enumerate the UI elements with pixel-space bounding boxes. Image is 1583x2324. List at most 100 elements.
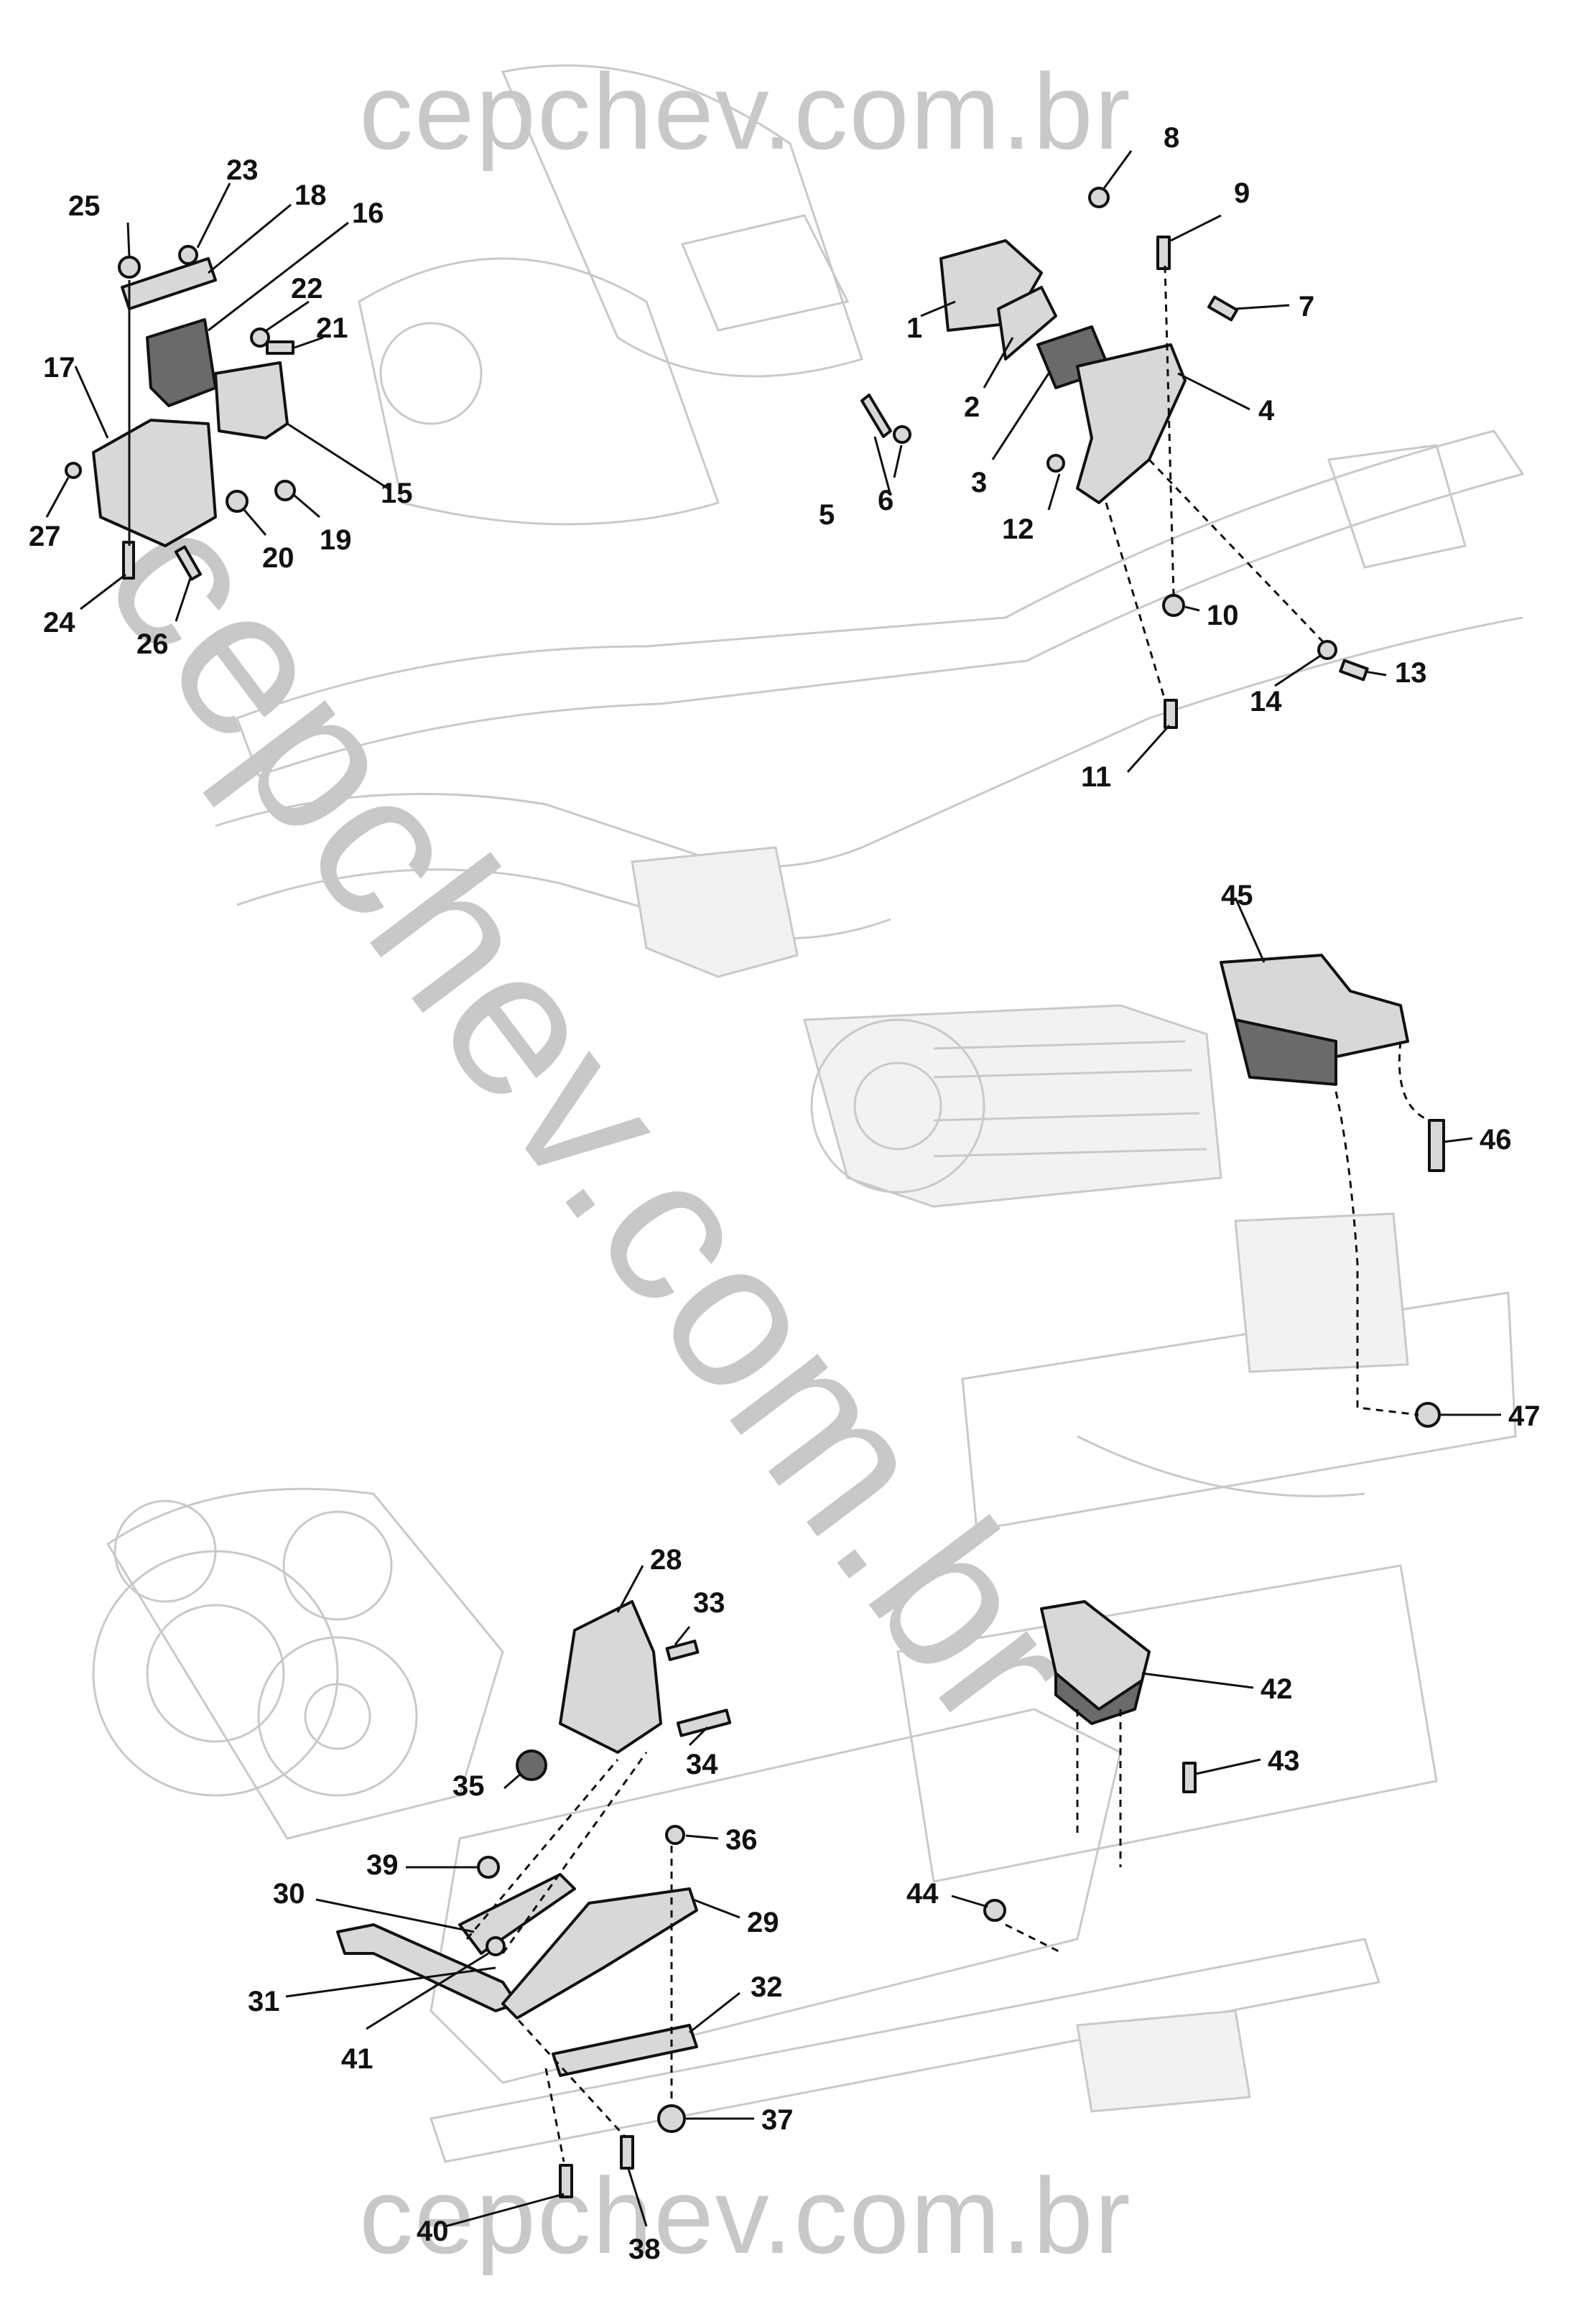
- nut-44: [983, 1899, 1006, 1922]
- callout-37: 37: [761, 2104, 794, 2136]
- cushion-45: [1234, 1018, 1337, 1086]
- bracket-4: [1076, 343, 1187, 504]
- washer-12: [1046, 454, 1065, 473]
- stud-5: [860, 394, 892, 438]
- mount-assembly-lower-left: [336, 1600, 732, 2198]
- bolt-19: [274, 480, 296, 501]
- callout-23: 23: [226, 154, 259, 186]
- callout-21: 21: [316, 312, 348, 344]
- bolt-40: [559, 2164, 573, 2198]
- callout-12: 12: [1002, 513, 1034, 545]
- mount-assembly-upper-right: [860, 187, 1369, 729]
- nut-8: [1088, 187, 1110, 208]
- washer-14: [1317, 640, 1337, 660]
- callout-31: 31: [248, 1986, 280, 2017]
- nut-39: [477, 1856, 500, 1879]
- nut-6: [893, 425, 911, 444]
- callout-47: 47: [1508, 1400, 1541, 1432]
- bolt-11: [1164, 699, 1178, 729]
- bolt-38: [620, 2135, 634, 2170]
- callout-34: 34: [686, 1749, 718, 1780]
- bolt-9: [1156, 236, 1171, 270]
- bolt-36: [665, 1825, 685, 1845]
- callout-38: 38: [628, 2234, 661, 2265]
- bolt-26: [174, 545, 203, 581]
- callout-19: 19: [320, 524, 352, 556]
- mount-assembly-lower-right: [983, 1600, 1197, 1955]
- front-engine-illustration: [92, 1487, 1438, 2163]
- bolt-24: [122, 541, 135, 580]
- transmission-illustration: [803, 1004, 1517, 1531]
- callout-13: 13: [1395, 657, 1427, 689]
- mount-assembly-upper-left: [65, 245, 296, 581]
- callout-20: 20: [262, 542, 294, 574]
- callout-15: 15: [381, 478, 413, 509]
- callout-40: 40: [417, 2216, 449, 2247]
- callout-16: 16: [352, 197, 384, 229]
- frame-rail-upper-illustration: [215, 64, 1525, 978]
- washer-27: [65, 462, 82, 479]
- callout-8: 8: [1164, 122, 1179, 154]
- callout-44: 44: [906, 1878, 939, 1910]
- mount-assembly-middle: [1220, 954, 1445, 1428]
- callout-36: 36: [725, 1824, 758, 1856]
- callout-41: 41: [341, 2043, 373, 2075]
- callout-28: 28: [650, 1544, 682, 1576]
- callout-5: 5: [819, 499, 835, 531]
- bolt-20: [226, 490, 249, 513]
- plate-32: [552, 2024, 698, 2077]
- callout-29: 29: [747, 1907, 779, 1938]
- nut-41: [486, 1936, 506, 1956]
- nut-35: [516, 1749, 547, 1781]
- plate-18: [121, 257, 217, 310]
- callout-39: 39: [366, 1849, 399, 1881]
- bolt-33: [665, 1640, 700, 1661]
- bolt-13: [1339, 659, 1369, 682]
- nut-37: [657, 2104, 686, 2133]
- nut-10: [1162, 594, 1185, 617]
- bolt-7: [1207, 295, 1239, 322]
- callout-26: 26: [136, 628, 169, 660]
- bracket-29: [501, 1887, 698, 2019]
- bolt-43: [1182, 1762, 1197, 1793]
- callout-27: 27: [29, 521, 61, 552]
- shield-2: [997, 286, 1057, 361]
- callout-4: 4: [1258, 395, 1275, 427]
- callout-32: 32: [751, 1971, 783, 2003]
- bracket-15: [214, 361, 289, 440]
- nut-47: [1415, 1402, 1441, 1428]
- callout-30: 30: [273, 1878, 305, 1910]
- bracket-17: [92, 419, 217, 547]
- bolt-46: [1428, 1119, 1445, 1172]
- callout-9: 9: [1234, 177, 1250, 209]
- watermark-top: cepchev.com.br: [359, 51, 1132, 172]
- callout-2: 2: [964, 391, 980, 423]
- callout-42: 42: [1261, 1673, 1293, 1705]
- bracket-30: [458, 1873, 576, 1955]
- nut-22: [250, 327, 270, 348]
- callout-7: 7: [1299, 291, 1314, 322]
- callout-10: 10: [1207, 600, 1239, 631]
- callout-45: 45: [1221, 880, 1253, 911]
- callout-46: 46: [1480, 1124, 1512, 1156]
- callout-1: 1: [906, 312, 922, 344]
- callout-6: 6: [878, 485, 893, 516]
- callout-3: 3: [971, 467, 987, 498]
- callout-18: 18: [294, 180, 327, 211]
- callout-43: 43: [1268, 1745, 1300, 1777]
- cushion-16: [146, 318, 217, 407]
- callout-24: 24: [43, 607, 75, 638]
- callout-35: 35: [452, 1770, 485, 1802]
- callout-17: 17: [43, 352, 75, 384]
- callout-14: 14: [1250, 686, 1282, 717]
- leader-lines: [45, 150, 1501, 2228]
- callout-11: 11: [1081, 761, 1111, 793]
- bolt-21: [266, 340, 294, 355]
- nut-23: [178, 245, 198, 265]
- callout-33: 33: [693, 1587, 725, 1619]
- callout-22: 22: [291, 273, 323, 305]
- callout-labels: 1 2 3 4 5 6 7 8 9 10 11 12 13 14 15 16 1…: [29, 122, 1541, 2265]
- callout-25: 25: [68, 190, 101, 222]
